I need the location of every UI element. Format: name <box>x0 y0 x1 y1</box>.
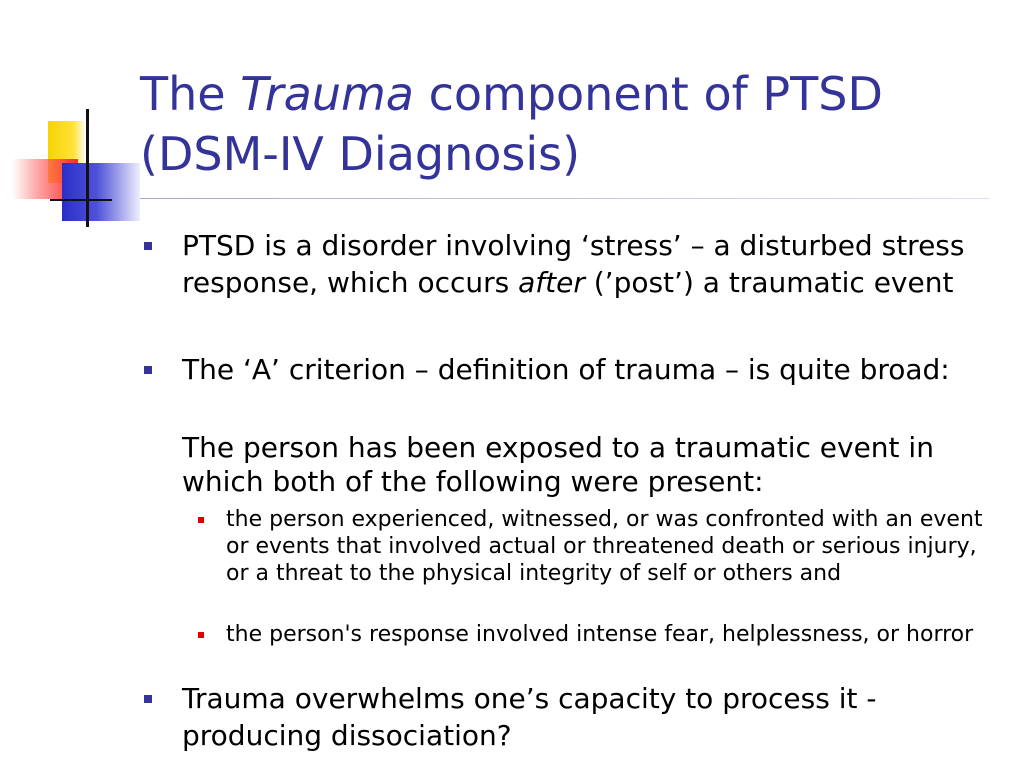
logo-horizontal-line <box>50 199 112 201</box>
logo-blue-square <box>62 163 140 221</box>
sub-bullet-marker <box>198 632 204 638</box>
bullet-item: The ‘A’ criterion – definition of trauma… <box>140 351 1000 388</box>
bullet1-prefix: PTSD is a disorder involving ‘stress’ – … <box>182 229 965 299</box>
bullet1-suffix: (’post’) a traumatic event <box>584 266 954 299</box>
sub-bullet-marker <box>198 517 204 523</box>
logo-vertical-line <box>86 109 89 227</box>
title-divider <box>140 198 990 199</box>
bullet-item: PTSD is a disorder involving ‘stress’ – … <box>140 227 1000 301</box>
title-suffix: component of PTSD (DSM-IV Diagnosis) <box>140 67 883 181</box>
sub-bullet-text: the person's response involved intense f… <box>226 622 974 647</box>
slide-title: The Trauma component of PTSD (DSM-IV Dia… <box>140 64 1000 184</box>
title-emphasis: Trauma <box>240 67 414 121</box>
title-prefix: The <box>140 67 241 121</box>
bullet-text: Trauma overwhelms one’s capacity to proc… <box>182 682 877 752</box>
bullet-text: The ‘A’ criterion – definition of trauma… <box>182 353 950 386</box>
bullet-marker <box>144 366 152 374</box>
bullet-marker <box>144 242 152 250</box>
bullet-text: PTSD is a disorder involving ‘stress’ – … <box>182 227 1000 301</box>
sub-bullet-item: the person's response involved intense f… <box>196 621 996 648</box>
slide-logo <box>0 95 150 235</box>
bullet-marker <box>144 695 152 703</box>
criterion-paragraph: The person has been exposed to a traumat… <box>182 431 934 498</box>
bullet1-emphasis: after <box>518 266 585 299</box>
sub-bullet-item: the person experienced, witnessed, or wa… <box>196 506 996 587</box>
bullet-item: Trauma overwhelms one’s capacity to proc… <box>140 680 1000 754</box>
sub-bullet-text: the person experienced, witnessed, or wa… <box>226 507 983 586</box>
